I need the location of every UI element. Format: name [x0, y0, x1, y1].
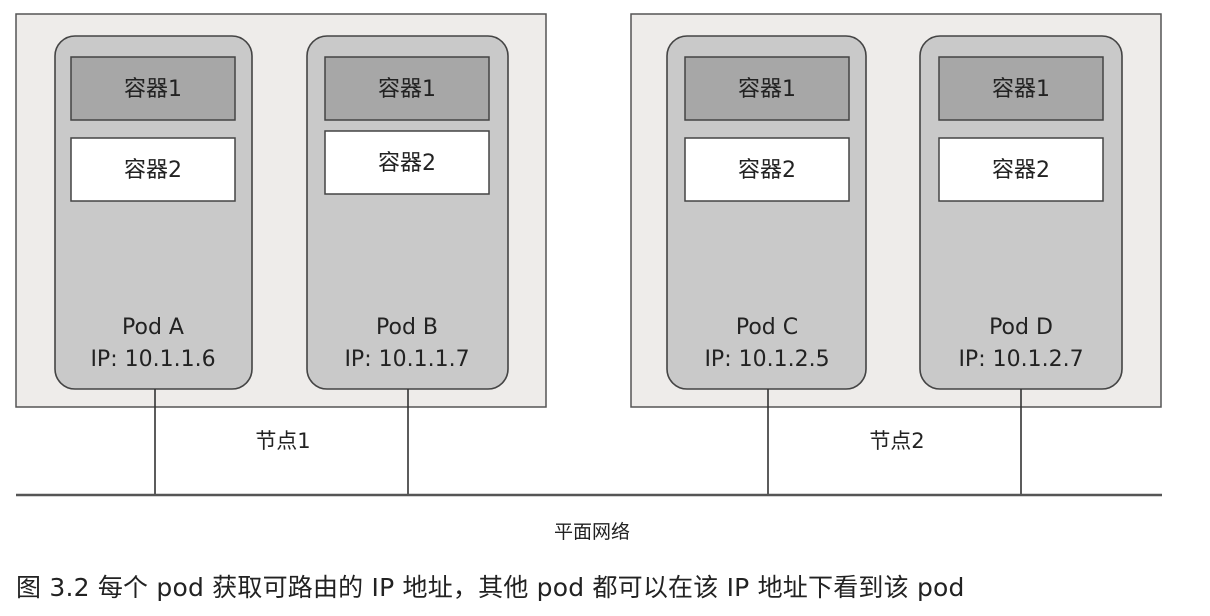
pod-d-container-2 [938, 137, 1104, 202]
pod-b: 容器1 容器2 Pod B IP: 10.1.1.7 [306, 35, 509, 390]
pod-a-container-1-label: 容器1 [124, 77, 182, 102]
node-2-label: 节点2 [869, 429, 924, 453]
pod-a-ip: IP: 10.1.1.6 [90, 347, 215, 372]
pod-a: 容器1 容器2 Pod A IP: 10.1.1.6 [54, 35, 253, 390]
pod-c-name: Pod C [736, 315, 798, 340]
network-diagram: 容器1 容器2 Pod A IP: 10.1.1.6 容器1 容器2 Pod B… [15, 13, 1162, 543]
figure-caption: 图 3.2 每个 pod 获取可路由的 IP 地址，其他 pod 都可以在该 I… [16, 573, 965, 602]
pod-c: 容器1 容器2 Pod C IP: 10.1.2.5 [666, 35, 867, 390]
pod-a-container-2 [70, 137, 236, 202]
pod-a-name: Pod A [122, 315, 184, 340]
pod-b-container-1 [324, 56, 490, 121]
pod-c-container-2-label: 容器2 [738, 158, 796, 183]
pod-b-container-1-label: 容器1 [378, 77, 436, 102]
pod-d-container-1 [938, 56, 1104, 121]
pod-d: 容器1 容器2 Pod D IP: 10.1.2.7 [919, 35, 1123, 390]
pod-c-container-1 [684, 56, 850, 121]
flat-network-label: 平面网络 [554, 521, 630, 543]
pod-b-name: Pod B [376, 315, 438, 340]
pod-b-container-2 [324, 130, 490, 195]
pod-d-container-2-label: 容器2 [992, 158, 1050, 183]
pod-a-container-2-label: 容器2 [124, 158, 182, 183]
pod-c-container-1-label: 容器1 [738, 77, 796, 102]
pod-b-container-2-label: 容器2 [378, 151, 436, 176]
pod-c-ip: IP: 10.1.2.5 [704, 347, 829, 372]
node-2: 容器1 容器2 Pod C IP: 10.1.2.5 容器1 容器2 Pod D… [630, 13, 1162, 408]
node-1-label: 节点1 [255, 429, 310, 453]
pod-a-container-1 [70, 56, 236, 121]
pod-d-container-1-label: 容器1 [992, 77, 1050, 102]
pod-a-frame [54, 35, 253, 390]
pod-b-ip: IP: 10.1.1.7 [344, 347, 469, 372]
pod-c-container-2 [684, 137, 850, 202]
node-1: 容器1 容器2 Pod A IP: 10.1.1.6 容器1 容器2 Pod B… [15, 13, 547, 408]
pod-d-ip: IP: 10.1.2.7 [958, 347, 1083, 372]
pod-c-frame [666, 35, 867, 390]
pod-d-name: Pod D [989, 315, 1053, 340]
